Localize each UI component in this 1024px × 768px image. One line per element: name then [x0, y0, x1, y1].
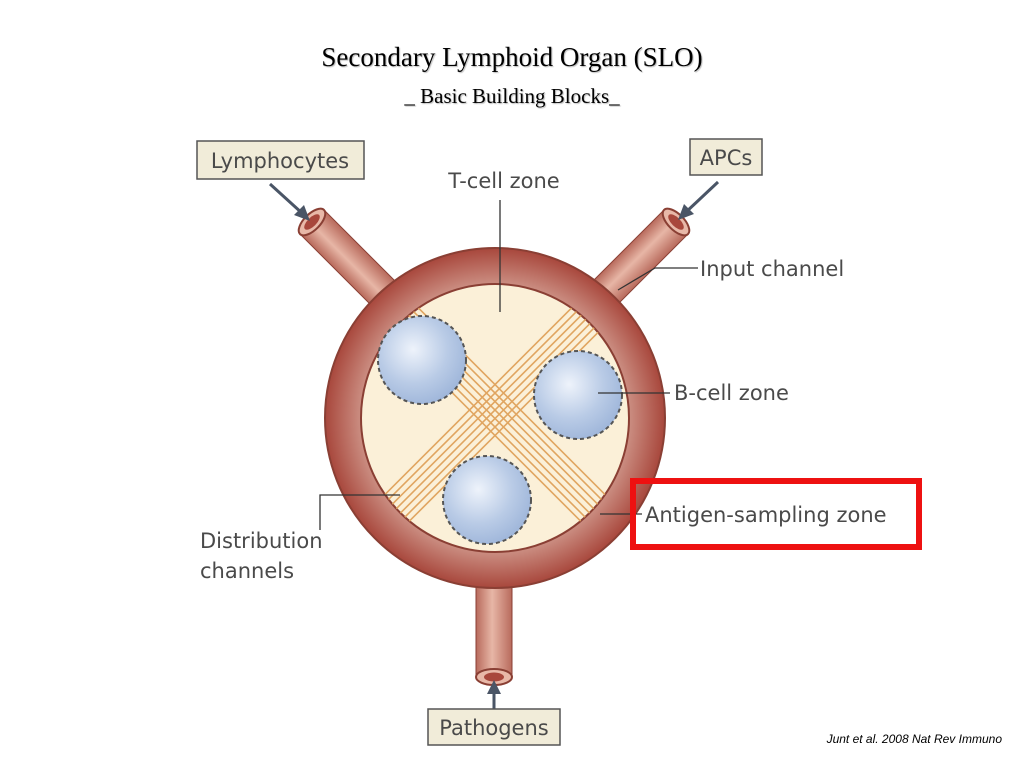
b-cell-follicle-bottom — [442, 455, 532, 545]
distribution-label-line2: channels — [200, 559, 294, 583]
pathogens-label: Pathogens — [439, 716, 548, 740]
leader-lines — [319, 200, 698, 530]
input-channel-bottom — [475, 574, 513, 686]
arrow-apcs — [678, 180, 720, 220]
antigen-sampling-zone-label: Antigen-sampling zone — [645, 503, 887, 527]
antigen-sampling-highlight-box — [630, 478, 922, 550]
b-cell-zone-label: B-cell zone — [674, 381, 789, 405]
apcs-box: APCs — [689, 138, 763, 176]
lymphocytes-box: Lymphocytes — [196, 140, 365, 180]
b-cell-follicle-left — [377, 315, 467, 405]
input-channel-label: Input channel — [700, 257, 844, 281]
slide-title: Secondary Lymphoid Organ (SLO) — [321, 42, 703, 72]
b-cell-follicle-right — [533, 350, 623, 440]
apcs-label: APCs — [700, 146, 753, 170]
citation: Junt et al. 2008 Nat Rev Immuno — [826, 732, 1002, 746]
pathogens-box: Pathogens — [427, 708, 561, 746]
arrow-lymphocytes — [268, 182, 310, 221]
t-cell-zone-label: T-cell zone — [447, 169, 559, 193]
distribution-label-line1: Distribution — [200, 529, 323, 553]
lymphocytes-label: Lymphocytes — [211, 149, 349, 173]
slide-subtitle: _ Basic Building Blocks_ — [404, 84, 620, 108]
